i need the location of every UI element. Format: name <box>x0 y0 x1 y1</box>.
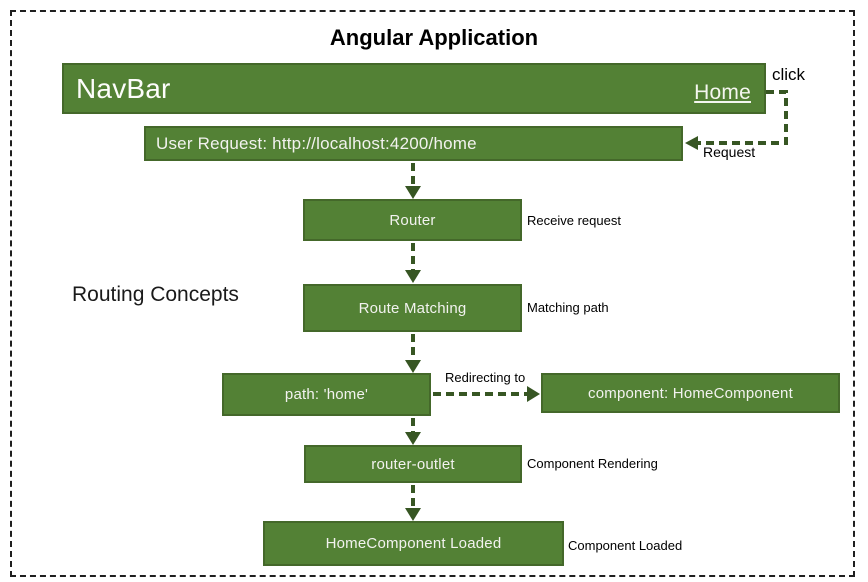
request-annotation: Request <box>703 144 756 160</box>
node-component: component: HomeComponent <box>541 373 840 413</box>
node-route-matching: Route Matching <box>303 284 522 332</box>
navbar-box: NavBar Home <box>62 63 766 114</box>
node-path-home-label: path: 'home' <box>284 386 369 403</box>
node-component-label: component: HomeComponent <box>588 384 793 402</box>
node-router-outlet-label: router-outlet <box>371 455 455 473</box>
click-annotation: click <box>772 65 806 84</box>
node-home-loaded: HomeComponent Loaded <box>263 521 564 566</box>
note-matching-path: Matching path <box>527 300 609 315</box>
node-path-home: path: 'home' <box>222 373 431 416</box>
user-request-box: User Request: http://localhost:4200/home <box>144 126 683 161</box>
node-router-label: Router <box>389 211 436 229</box>
home-link[interactable]: Home <box>694 81 751 104</box>
note-component-loaded: Component Loaded <box>568 538 683 553</box>
node-route-matching-label: Route Matching <box>358 299 467 317</box>
node-home-loaded-label: HomeComponent Loaded <box>325 535 502 552</box>
note-receive-request: Receive request <box>527 213 621 228</box>
note-component-rendering: Component Rendering <box>527 456 658 471</box>
node-router: Router <box>303 199 522 241</box>
user-request-url: User Request: http://localhost:4200/home <box>156 133 477 153</box>
routing-concepts-label: Routing Concepts <box>72 283 239 306</box>
outer-dashed-border <box>10 10 855 577</box>
diagram-title: Angular Application <box>329 25 539 50</box>
node-router-outlet: router-outlet <box>304 445 522 483</box>
navbar-label: NavBar <box>76 72 171 104</box>
redirecting-to-label: Redirecting to <box>445 370 526 385</box>
